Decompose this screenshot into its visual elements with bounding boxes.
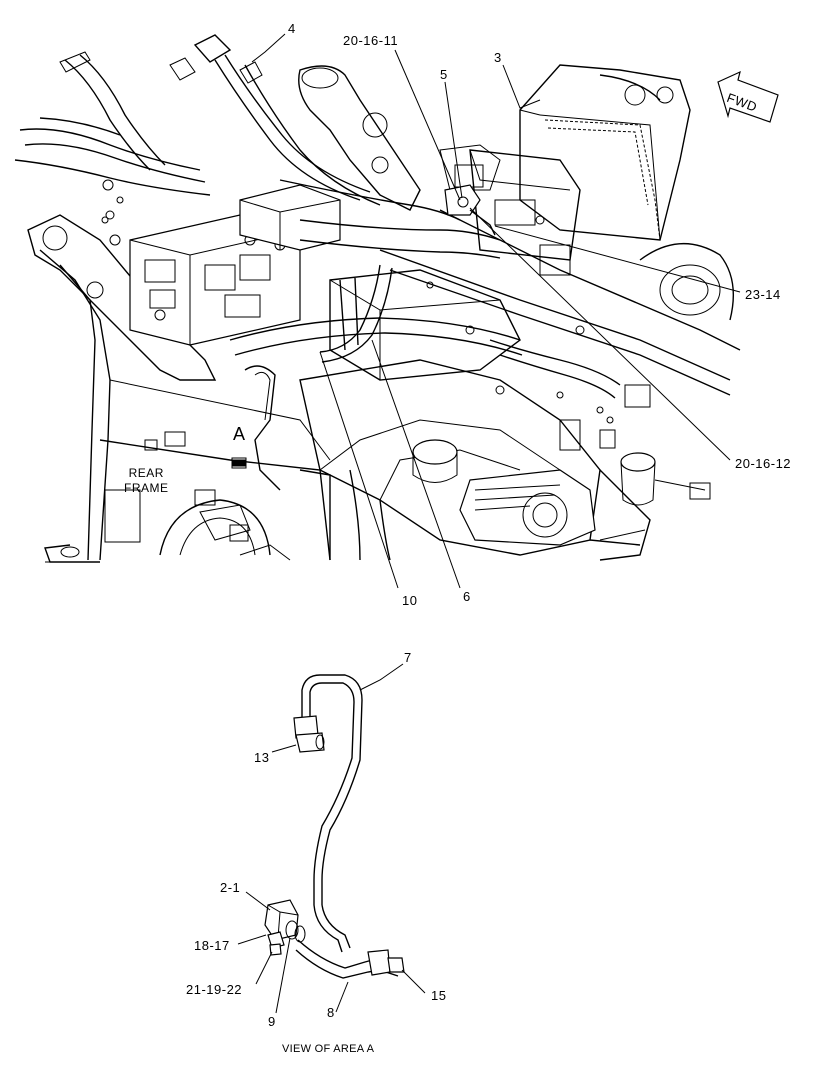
callout-18-17: 18-17 — [194, 938, 230, 953]
area-a-marker: A — [233, 424, 246, 444]
callout-5: 5 — [440, 67, 448, 82]
callout-7: 7 — [404, 650, 412, 665]
callout-21-19-22: 21-19-22 — [186, 982, 243, 997]
fwd-arrow-icon — [717, 70, 779, 123]
rear-frame-line2: FRAME — [124, 481, 169, 495]
callout-10: 10 — [402, 593, 418, 608]
callout-2-1: 2-1 — [220, 880, 241, 895]
callout-13: 13 — [254, 750, 270, 765]
area-a-detail-illustration — [264, 674, 405, 979]
callout-4: 4 — [288, 21, 296, 36]
leader-lines-lower — [237, 663, 426, 1014]
rear-frame-label: REAR FRAME — [124, 466, 169, 496]
callout-6: 6 — [463, 589, 471, 604]
callout-20-16-12: 20-16-12 — [735, 456, 792, 471]
rear-frame-line1: REAR — [128, 466, 164, 480]
callout-3: 3 — [494, 50, 502, 65]
callout-9: 9 — [268, 1014, 276, 1029]
leader-lines-upper — [251, 33, 741, 589]
engine-compartment-illustration — [14, 34, 741, 563]
view-caption: VIEW OF AREA A — [282, 1043, 375, 1055]
callout-8: 8 — [327, 1005, 335, 1020]
callout-20-16-11: 20-16-11 — [343, 33, 399, 48]
callout-15: 15 — [431, 988, 447, 1003]
callout-23-14: 23-14 — [745, 287, 781, 302]
